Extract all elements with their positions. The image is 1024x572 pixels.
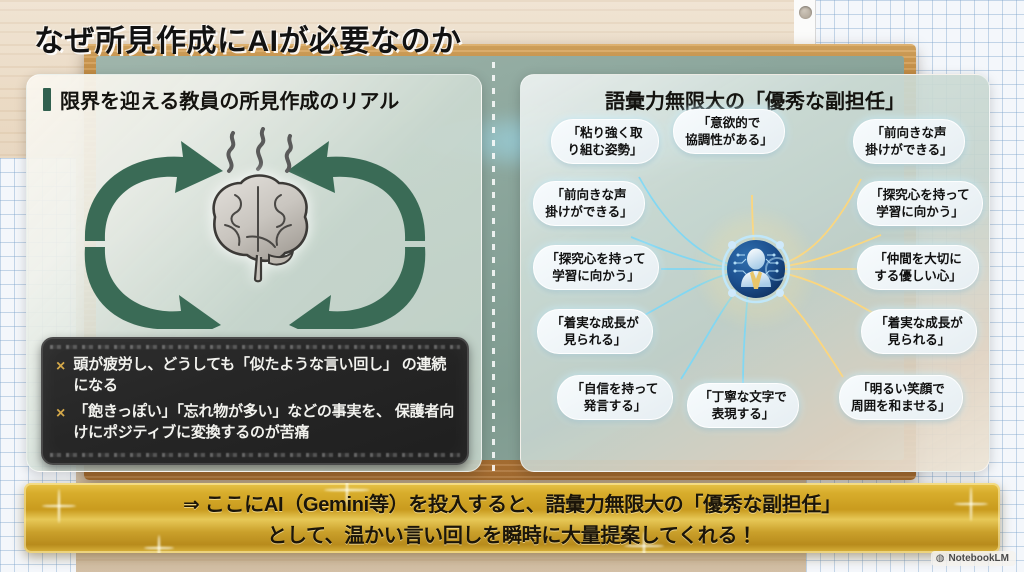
right-panel-header-label: 語彙力無限大の「優秀な副担任」: [605, 91, 905, 113]
suggestion-bubble[interactable]: 「意欲的で 協調性がある」: [673, 109, 785, 155]
banner-line-1: ⇒ ここにAI（Gemini等）を投入すると、語彙力無限大の「優秀な副担任」: [183, 494, 841, 516]
page-title: なぜ所見作成にAIが必要なのか: [34, 25, 462, 58]
chalkboard-notes: × 頭が疲労し、どうしても「似たような言い回し」 の連続になる × 「飽きっぽい…: [41, 337, 469, 465]
note-item: × 頭が疲労し、どうしても「似たような言い回し」 の連続になる: [56, 355, 454, 396]
ai-assistant-avatar-icon: [720, 233, 792, 305]
chalk-edge-decoration: [50, 345, 460, 349]
suggestion-bubble[interactable]: 「丁寧な文字で 表現する」: [687, 383, 799, 429]
sparkle-icon: [42, 489, 76, 523]
steam-wisp-icon: [213, 127, 303, 175]
binding-hole-icon: [799, 6, 812, 19]
suggestion-bubble[interactable]: 「着実な成長が 見られる」: [861, 309, 977, 355]
cross-marker-icon: ×: [56, 358, 66, 375]
banner-line-2: として、温かい言い回しを瞬時に大量提案してくれる！: [267, 525, 757, 547]
suggestion-bubble[interactable]: 「前向きな声 掛けができる」: [853, 119, 965, 165]
notebooklm-logo-icon: ◍: [935, 553, 945, 564]
mindmap-diagram: 「粘り強く取 り組む姿勢」 「意欲的で 協調性がある」 「前向きな声 掛けができ…: [521, 109, 989, 469]
chalk-edge-decoration: [50, 453, 460, 457]
left-panel-header: 限界を迎える教員の所見作成のリアル: [27, 85, 481, 114]
note-text: 頭が疲労し、どうしても「似たような言い回し」 の連続になる: [73, 356, 447, 394]
suggestion-bubble[interactable]: 「探究心を持って 学習に向かう」: [857, 181, 983, 227]
circular-arrows-icon: [55, 129, 455, 329]
tired-brain-icon: [195, 165, 317, 283]
note-text: 「飽きっぽい」「忘れ物が多い」などの事実を、 保護者向けにポジティブに変換するの…: [73, 403, 455, 442]
suggestion-bubble[interactable]: 「前向きな声 掛けができる」: [533, 181, 645, 227]
notebooklm-watermark: ◍ NotebookLM: [930, 551, 1016, 566]
cross-marker-icon: ×: [56, 405, 66, 423]
suggestion-bubble[interactable]: 「着実な成長が 見られる」: [537, 309, 653, 355]
left-panel-header-label: 限界を迎える教員の所見作成のリアル: [60, 91, 400, 113]
note-item: × 「飽きっぽい」「忘れ物が多い」などの事実を、 保護者向けにポジティブに変換す…: [56, 402, 454, 443]
brain-illustration: [27, 123, 481, 338]
conclusion-banner: ⇒ ここにAI（Gemini等）を投入すると、語彙力無限大の「優秀な副担任」 と…: [24, 483, 1000, 553]
left-panel: 限界を迎える教員の所見作成のリアル: [26, 74, 482, 472]
right-panel-header: 語彙力無限大の「優秀な副担任」: [521, 85, 989, 114]
suggestion-bubble[interactable]: 「粘り強く取 り組む姿勢」: [551, 119, 659, 165]
suggestion-bubble[interactable]: 「自信を持って 発言する」: [557, 375, 673, 421]
panel-divider: [492, 62, 495, 477]
suggestion-bubble[interactable]: 「仲間を大切に する優しい心」: [857, 245, 979, 291]
suggestion-bubble[interactable]: 「明るい笑顔で 周囲を和ませる」: [839, 375, 963, 421]
sparkle-icon: [954, 487, 988, 521]
sparkle-icon: [144, 535, 174, 553]
right-panel: 語彙力無限大の「優秀な副担任」: [520, 74, 990, 472]
suggestion-bubble[interactable]: 「探究心を持って 学習に向かう」: [533, 245, 659, 291]
notebooklm-label: NotebookLM: [948, 553, 1009, 564]
header-accent-bar-icon: [43, 88, 51, 111]
